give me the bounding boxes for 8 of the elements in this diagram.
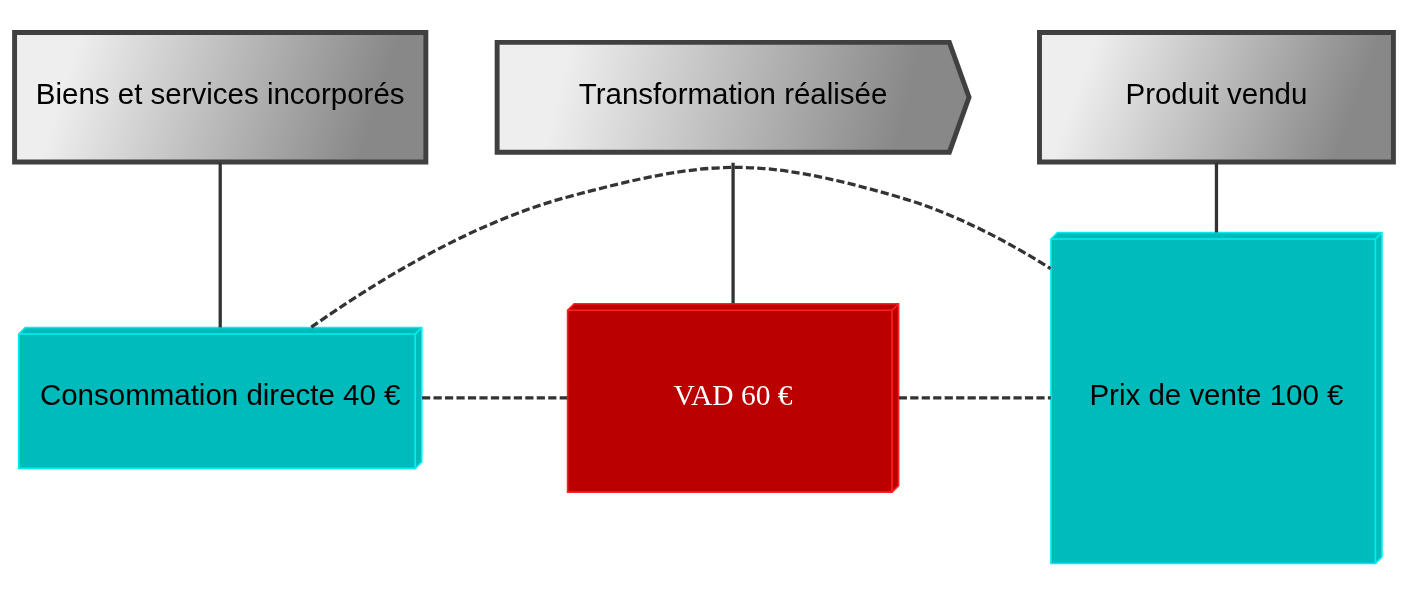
connector <box>898 395 1051 400</box>
connector <box>731 162 735 303</box>
connector <box>422 395 568 400</box>
connector <box>310 165 1052 329</box>
connector <box>1214 162 1219 232</box>
node-box: Produit vendu <box>1037 29 1396 164</box>
connector <box>218 162 222 327</box>
node-box: Biens et services incorporés <box>12 29 429 164</box>
